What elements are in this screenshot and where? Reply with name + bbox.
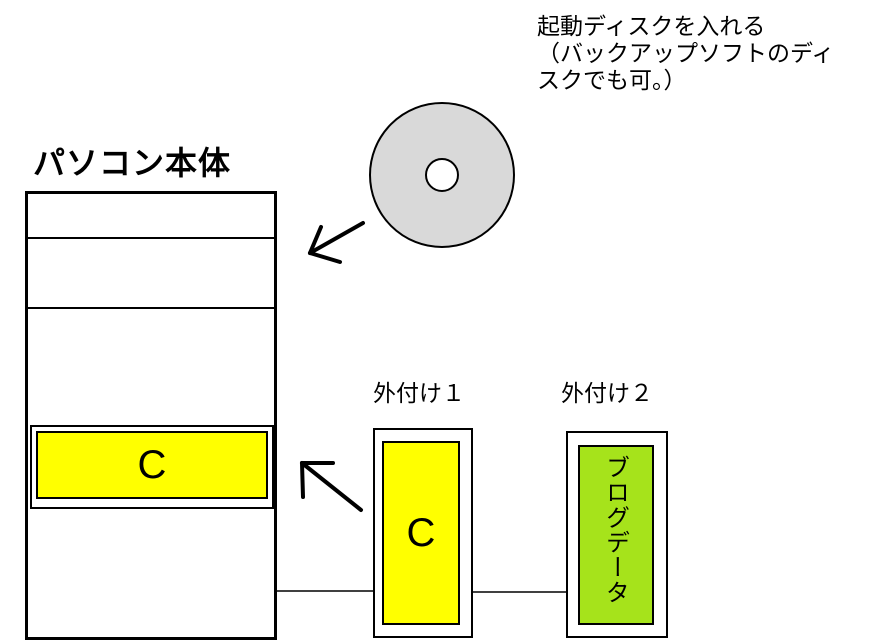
instruction-note: 起動ディスクを入れる （バックアップソフトのディ スクでも可。） [537, 14, 887, 95]
instruction-line: 起動ディスクを入れる [537, 14, 766, 40]
external-drive-2: ブログデータ [566, 431, 668, 638]
external-2-label: 外付け２ [561, 381, 653, 407]
arrow-disc-to-pc [308, 221, 365, 264]
instruction-line: （バックアップソフトのディ [537, 41, 835, 67]
disc-icon [369, 102, 515, 248]
pc-body: C [25, 191, 277, 640]
external-1-label: 外付け１ [373, 381, 465, 407]
pc-drive-bay: C [30, 425, 274, 509]
pc-bay-divider [28, 307, 274, 309]
pc-drive-c: C [36, 431, 268, 499]
pc-bay-divider [28, 237, 274, 239]
arrow-ext1-to-pc [300, 461, 363, 512]
instruction-line: スクでも可。） [537, 68, 687, 94]
external-1-drive-c: C [382, 441, 460, 625]
external-2-blog-data: ブログデータ [578, 445, 654, 625]
pc-title: パソコン本体 [33, 144, 232, 182]
external-drive-1: C [373, 428, 473, 638]
